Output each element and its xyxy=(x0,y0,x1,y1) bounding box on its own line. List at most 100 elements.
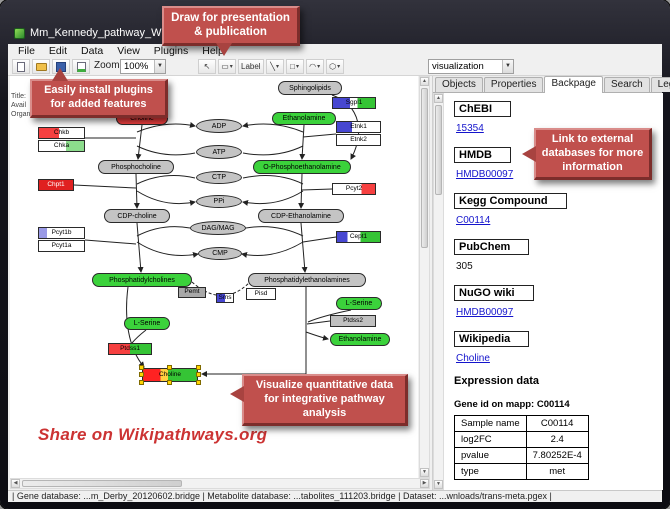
menu-item-plugins[interactable]: Plugins xyxy=(153,45,189,57)
pathway-node-o-phosphoethanolamine[interactable]: O-Phosphoethanolamine xyxy=(253,160,351,174)
pathway-node-dag-mag[interactable]: DAG/MAG xyxy=(190,221,246,235)
external-link[interactable]: HMDB00097 xyxy=(456,169,514,180)
selection-handle[interactable] xyxy=(196,365,201,370)
scroll-up-button[interactable]: ▲ xyxy=(420,77,429,86)
pathway-node-sphingolipids[interactable]: Sphingolipids xyxy=(278,81,342,95)
pathway-node-pcyt2[interactable]: Pcyt2 xyxy=(332,183,376,195)
chevron-down-icon: ▾ xyxy=(275,64,279,70)
pathway-node-etnk2[interactable]: Etnk2 xyxy=(336,134,381,146)
menu-item-edit[interactable]: Edit xyxy=(48,45,68,57)
line-tool-button[interactable]: ╲▾ xyxy=(265,59,284,74)
scrollbar-thumb[interactable] xyxy=(435,105,442,195)
pathway-node-ppi[interactable]: PPi xyxy=(196,195,242,208)
backpage-scrollbar[interactable]: ▲ ▼ xyxy=(433,93,444,490)
pathway-node-ptdss2[interactable]: Ptdss2 xyxy=(330,315,376,327)
menu-item-data[interactable]: Data xyxy=(81,45,104,57)
menu-item-file[interactable]: File xyxy=(18,45,35,57)
arc-tool-icon: ◠ xyxy=(309,61,317,71)
external-link[interactable]: C00114 xyxy=(456,215,491,226)
scroll-right-button[interactable]: ▶ xyxy=(420,479,429,488)
callout-arrow-left-icon xyxy=(522,146,536,162)
scrollbar-thumb[interactable] xyxy=(22,480,182,487)
callout-visualize-data: Visualize quantitative data for integrat… xyxy=(230,374,408,427)
selection-handle[interactable] xyxy=(139,365,144,370)
pathway-node-chkb[interactable]: Chkb xyxy=(38,127,85,139)
pathway-node-pisd[interactable]: Pisd xyxy=(246,288,276,300)
tab-legend[interactable]: Legend xyxy=(650,77,670,92)
pathway-node-pcyt1a[interactable]: Pcyt1a xyxy=(38,240,85,252)
scroll-up-button[interactable]: ▲ xyxy=(434,94,443,103)
pathway-node-chka[interactable]: Chka xyxy=(38,140,85,152)
tab-search[interactable]: Search xyxy=(603,77,650,92)
pathway-node-phosphocholine[interactable]: Phosphocholine xyxy=(98,160,174,174)
tab-properties[interactable]: Properties xyxy=(483,77,544,92)
scroll-down-button[interactable]: ▼ xyxy=(420,468,429,477)
visualization-combobox[interactable]: visualization ▼ xyxy=(428,59,514,74)
pathway-edge xyxy=(136,241,199,258)
table-cell-label: log2FC xyxy=(454,431,527,448)
shape-tool-button[interactable]: □▾ xyxy=(285,59,304,74)
selection-handle[interactable] xyxy=(139,372,144,377)
pathway-node-adp[interactable]: ADP xyxy=(196,119,242,133)
selection-tool-button[interactable]: ↖ xyxy=(198,59,216,74)
pathway-node-cdp-choline[interactable]: CDP-choline xyxy=(104,209,170,223)
external-link[interactable]: HMDB00097 xyxy=(456,307,514,318)
pathway-edge xyxy=(131,329,147,344)
canvas-vertical-scrollbar[interactable]: ▲ ▼ xyxy=(419,76,430,478)
pathway-node-l-serine-right[interactable]: L-Serine xyxy=(336,297,382,310)
pathway-node-atp[interactable]: ATP xyxy=(196,145,242,159)
node-label: Phosphocholine xyxy=(111,163,161,171)
canvas-horizontal-scrollbar[interactable]: ◀ ▶ xyxy=(10,478,430,489)
visualization-value: visualization xyxy=(432,61,484,72)
pathway-node-pcyt1b[interactable]: Pcyt1b xyxy=(38,227,85,239)
scroll-down-button[interactable]: ▼ xyxy=(434,480,443,489)
menu-item-view[interactable]: View xyxy=(117,45,140,57)
datanode-tool-button[interactable]: ▭▾ xyxy=(218,59,236,74)
template-tool-button[interactable]: ⬡▾ xyxy=(325,59,344,74)
label-tool-button[interactable]: Label xyxy=(238,59,264,74)
pathway-node-cdp-ethanolamine[interactable]: CDP-Ethanolamine xyxy=(258,209,344,223)
pathway-node-cept1[interactable]: Cept1 xyxy=(336,231,381,243)
callout-external-databases: Link to external databases for more info… xyxy=(522,128,652,181)
pathway-node-ctp[interactable]: CTP xyxy=(196,171,242,184)
pathway-node-sgpl1[interactable]: Sgpl1 xyxy=(332,97,376,109)
selection-tool-icon: ↖ xyxy=(203,61,211,71)
pathway-node-cmp[interactable]: CMP xyxy=(198,247,242,260)
node-label: Phosphatidylcholines xyxy=(109,276,175,284)
pathway-node-ethanolamine[interactable]: Ethanolamine xyxy=(272,112,336,125)
export-file-button[interactable] xyxy=(72,59,90,74)
selection-handle[interactable] xyxy=(196,380,201,385)
scroll-left-button[interactable]: ◀ xyxy=(11,479,20,488)
pathway-node-phosphatidylethanolamines[interactable]: Phosphatidylethanolamines xyxy=(248,273,366,287)
selection-handle[interactable] xyxy=(167,365,172,370)
tab-objects[interactable]: Objects xyxy=(435,77,483,92)
zoom-combobox[interactable]: 100% ▼ xyxy=(120,59,166,74)
pathway-node-etnk1[interactable]: Etnk1 xyxy=(336,121,381,133)
pathway-edge xyxy=(242,190,304,206)
selection-handle[interactable] xyxy=(139,380,144,385)
pathway-node-pemt[interactable]: Pemt xyxy=(178,287,206,298)
pathway-node-ethanolamine-2[interactable]: Ethanolamine xyxy=(330,333,390,346)
open-file-button[interactable] xyxy=(32,59,50,74)
pathway-node-ptdss1[interactable]: Ptdss1 xyxy=(108,343,152,355)
sidebar-tabs: ObjectsPropertiesBackpageSearchLegend xyxy=(433,76,670,93)
selection-handle[interactable] xyxy=(167,380,172,385)
tab-backpage[interactable]: Backpage xyxy=(544,76,603,93)
node-label: ADP xyxy=(211,122,227,130)
arc-tool-button[interactable]: ◠▾ xyxy=(305,59,324,74)
pathway-node-sms[interactable]: Sms xyxy=(216,293,234,303)
chevron-down-icon[interactable]: ▼ xyxy=(154,60,165,73)
selection-handle[interactable] xyxy=(196,372,201,377)
new-file-button[interactable] xyxy=(12,59,30,74)
external-link[interactable]: Choline xyxy=(456,353,490,364)
chevron-down-icon[interactable]: ▼ xyxy=(502,60,513,73)
pathway-node-l-serine-left[interactable]: L-Serine xyxy=(124,317,170,330)
callout-install-plugins: Easily install plugins for added feature… xyxy=(30,68,168,118)
external-link[interactable]: 15354 xyxy=(456,123,484,134)
pathway-node-chpt1[interactable]: Chpt1 xyxy=(38,179,74,191)
pathway-node-phosphatidylcholines[interactable]: Phosphatidylcholines xyxy=(92,273,192,287)
scrollbar-thumb[interactable] xyxy=(421,88,428,248)
